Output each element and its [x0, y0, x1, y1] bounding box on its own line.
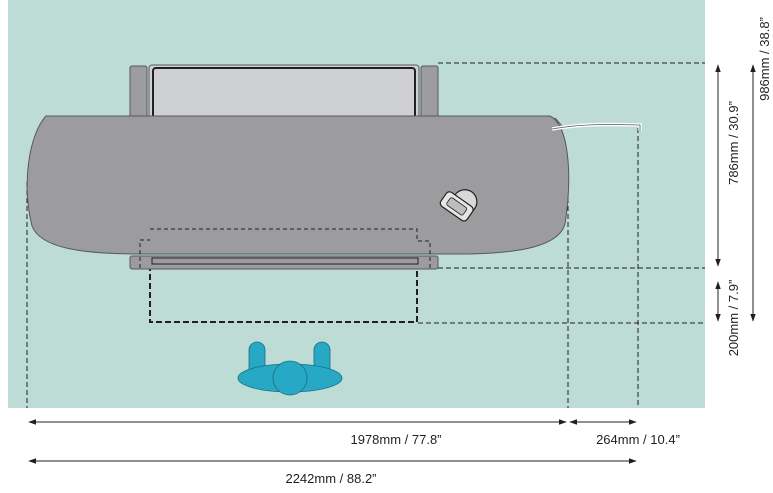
dimension-label-machine-depth: 786mm / 30.9” — [726, 101, 741, 185]
machine-body — [26, 115, 570, 255]
dimension-label-front-clearance: 200mm / 7.9” — [726, 280, 741, 357]
feed-guides-dashed — [139, 228, 431, 268]
dimension-label-total-width: 2242mm / 88.2” — [285, 471, 376, 486]
machine-base-bar — [129, 255, 439, 270]
dimension-label-side-clearance: 264mm / 10.4” — [596, 432, 680, 447]
dimension-arrows — [28, 64, 756, 464]
clearance-guides — [26, 62, 705, 408]
dimension-label-machine-width: 1978mm / 77.8” — [350, 432, 441, 447]
feed-table-outline — [149, 265, 418, 323]
rear-post-right — [420, 65, 439, 119]
feed-slot — [151, 257, 419, 265]
power-cable-outline — [551, 124, 641, 131]
rear-post-left — [129, 65, 148, 119]
operator-icon — [237, 341, 343, 396]
control-knob-icon — [439, 189, 478, 222]
rear-tray — [148, 64, 420, 121]
machine-body-side-panel — [554, 117, 563, 127]
dimension-label-total-depth: 986mm / 38.8” — [757, 17, 772, 101]
